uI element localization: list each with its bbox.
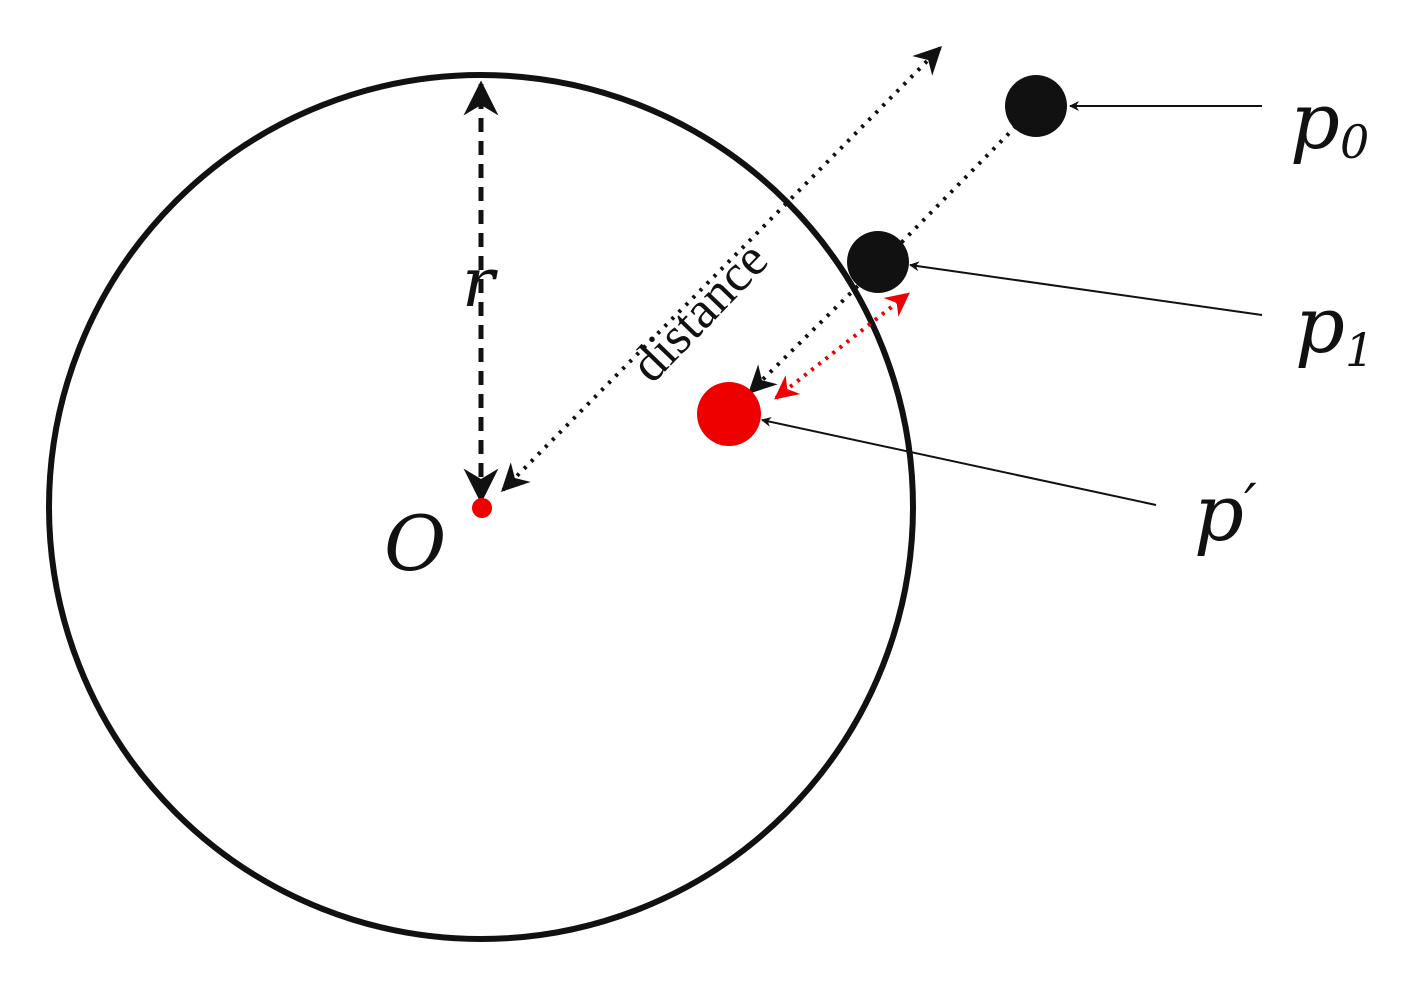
- radius-label: r: [462, 244, 498, 323]
- label-p0-sub: 0: [1340, 115, 1369, 169]
- point-p1: [847, 231, 909, 293]
- point-p0: [1005, 75, 1067, 137]
- boundary-circle: [46, 72, 916, 942]
- label-pprime: p′: [1194, 469, 1257, 559]
- pointer-pprime: [761, 417, 1157, 506]
- trajectory-p1-pprime: [748, 270, 874, 394]
- label-p0-base: p: [1290, 77, 1340, 167]
- distance-arrow: [501, 46, 942, 492]
- distance-label: distance: [620, 231, 779, 393]
- label-pprime-base: p: [1194, 469, 1244, 559]
- center-point: [472, 498, 492, 518]
- label-p1: p1: [1295, 281, 1374, 377]
- center-label: O: [384, 499, 446, 588]
- point-pprime: [697, 382, 761, 446]
- label-p1-base: p: [1295, 281, 1345, 371]
- label-pprime-sup: ′: [1244, 473, 1257, 538]
- trajectory-p0-p1: [894, 110, 1032, 250]
- pointer-p1: [909, 261, 1263, 316]
- label-p0: p0: [1290, 77, 1369, 169]
- label-p1-sub: 1: [1345, 323, 1374, 377]
- correction-arrow: [774, 292, 910, 400]
